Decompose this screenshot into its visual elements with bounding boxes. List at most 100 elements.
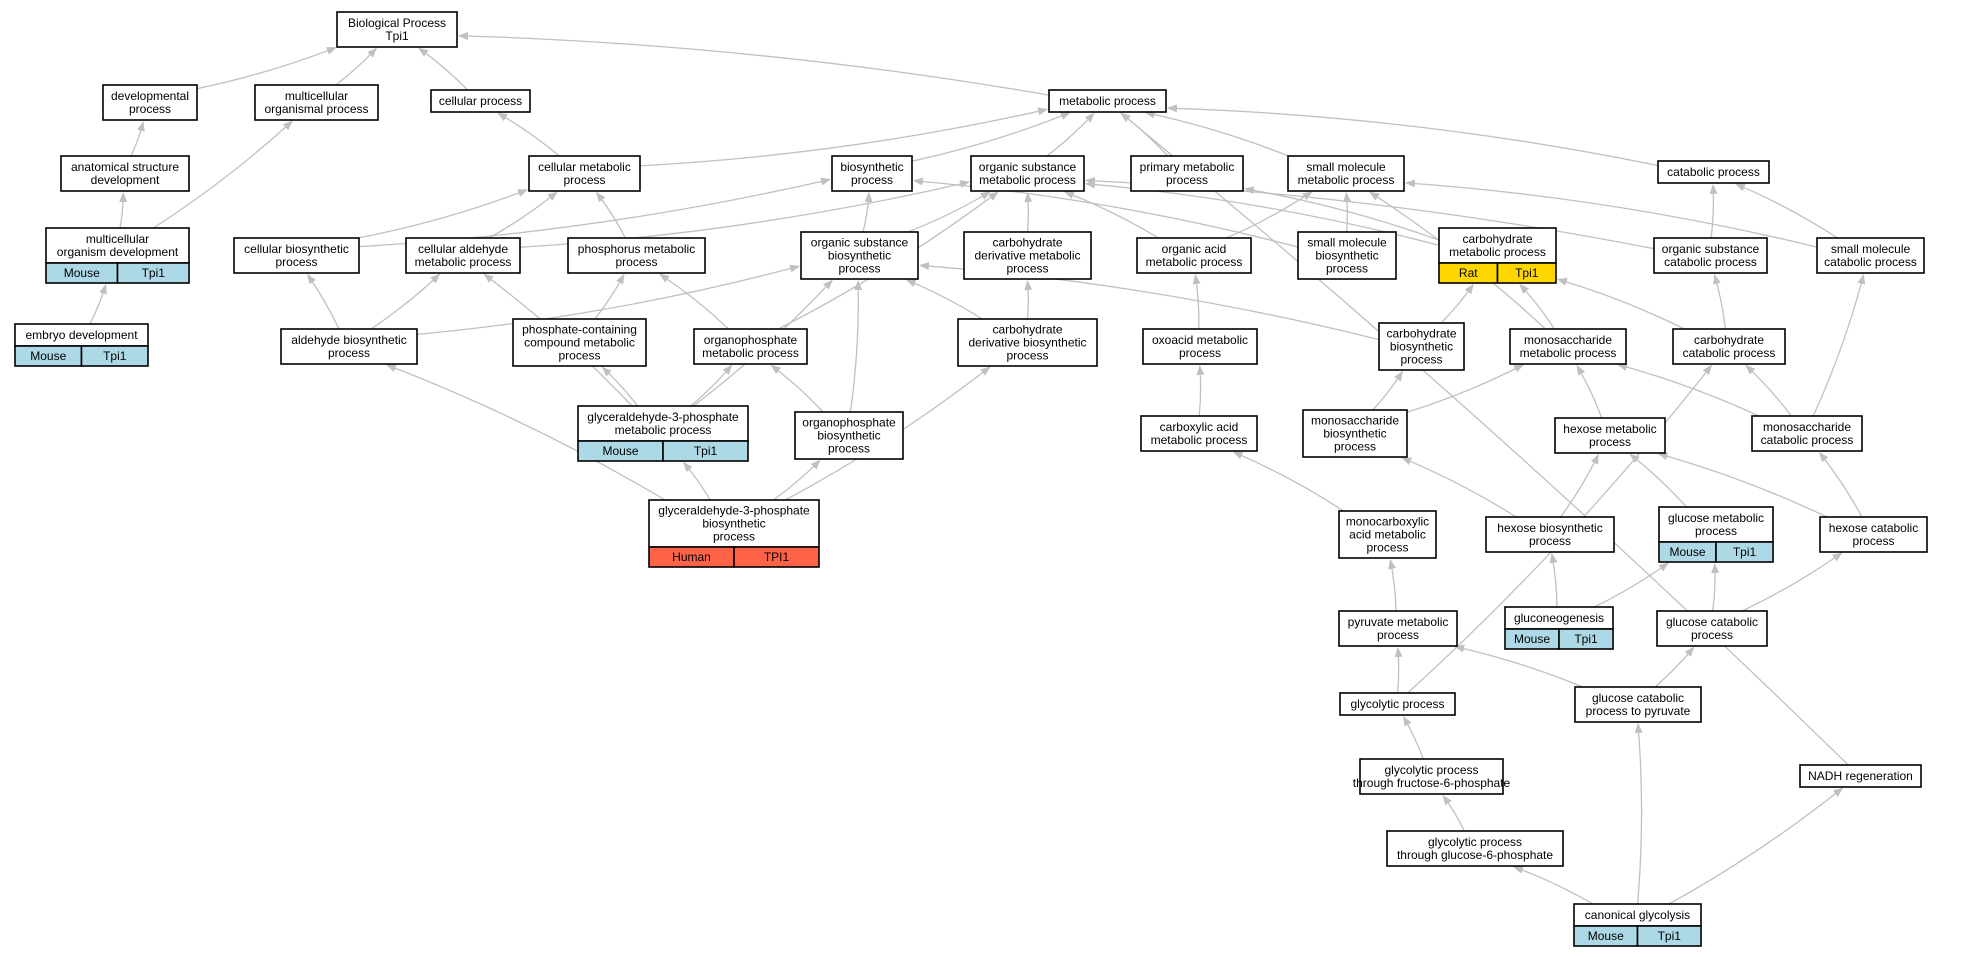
node-g3pbp[interactable]: glyceraldehyde-3-phosphatebiosyntheticpr…: [648, 499, 820, 568]
edge-mscp-to-msmp: [1616, 363, 1760, 417]
edge-mod-to-mop: [152, 120, 293, 229]
node-label-pymp-1: process: [1377, 628, 1419, 642]
node-label-cmp-0: cellular metabolic: [538, 160, 631, 174]
edge-mcamp-to-camp2: [1232, 451, 1344, 512]
node-box-hmp: [1554, 417, 1666, 454]
node-box-gmp: [1658, 506, 1774, 543]
edge-g3pbp-to-abp: [385, 364, 666, 501]
annotation-species-g3pbp: Human: [672, 550, 711, 564]
annotation-gene-chmp: Tpi1: [1515, 266, 1539, 280]
node-label-gmp-0: glucose metabolic: [1668, 511, 1764, 525]
node-box-cdbp: [957, 318, 1098, 367]
node-metp[interactable]: metabolic process: [1048, 89, 1167, 113]
node-cp[interactable]: cellular process: [430, 89, 531, 113]
node-label-bio-0: biosynthetic: [840, 160, 903, 174]
node-box-asd: [60, 155, 190, 192]
edge-cg-to-gpg6: [1513, 866, 1594, 905]
node-label-pymp-0: pyruvate metabolic: [1348, 615, 1449, 629]
edge-opmp-to-phmp: [659, 273, 730, 330]
annotation-species-g3pmp: Mouse: [602, 444, 638, 458]
annotation-species-emb: Mouse: [30, 349, 66, 363]
node-box-gcpp: [1574, 686, 1702, 723]
edge-pccmp-to-phmp: [594, 273, 625, 320]
node-label-oscp-1: catabolic process: [1664, 255, 1757, 269]
node-box-cbp: [233, 237, 360, 274]
edge-gng-to-hbp: [1549, 553, 1558, 608]
edge-g3pmp-to-opmp: [690, 364, 733, 407]
edge-opbp-to-opmp: [770, 364, 824, 413]
node-box-pmp: [1130, 155, 1244, 192]
node-box-camp: [405, 237, 521, 274]
node-label-chmp-0: carbohydrate: [1462, 232, 1532, 246]
edge-smcp-to-catp: [1735, 183, 1838, 239]
node-label-cdmp-1: derivative metabolic: [974, 249, 1080, 263]
node-glyp[interactable]: glycolytic process: [1339, 692, 1456, 716]
edge-osbp-to-osmp: [907, 191, 991, 233]
edge-hcp-to-hmp: [1657, 452, 1828, 518]
edge-gcp-to-hcp: [1741, 552, 1843, 612]
node-label-g3pmp-0: glyceraldehyde-3-phosphate: [587, 410, 739, 424]
edge-osmp-to-metp: [1046, 112, 1095, 157]
edge-gpg6-to-gpf6: [1442, 794, 1466, 832]
node-box-smcp: [1816, 237, 1925, 274]
node-catp[interactable]: catabolic process: [1657, 160, 1770, 184]
node-label-bio-1: process: [851, 173, 893, 187]
edge-cmp-to-metp: [639, 107, 1048, 167]
node-label-gcpp-0: glucose catabolic: [1592, 691, 1684, 705]
node-label-oscp-0: organic substance: [1662, 242, 1760, 256]
annotation-cell-gng-1: [1558, 628, 1614, 650]
node-label-smmp-0: small molecule: [1306, 160, 1386, 174]
node-nadh[interactable]: NADH regeneration: [1799, 764, 1922, 788]
node-box-oxmp: [1142, 328, 1258, 365]
edge-phmp-to-cmp: [596, 191, 626, 239]
edge-cdbp-to-osbp: [905, 279, 983, 320]
annotation-cell-g3pmp-1: [662, 440, 749, 462]
